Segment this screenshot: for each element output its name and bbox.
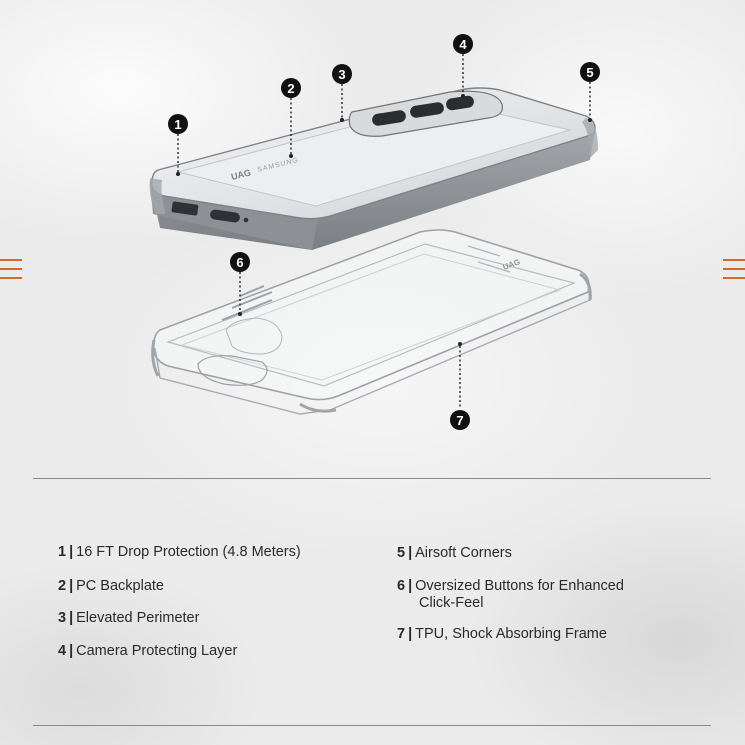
leader-dots: [176, 94, 592, 346]
right-accent-lines-icon: [723, 259, 745, 283]
svg-text:6: 6: [236, 255, 243, 270]
left-accent-lines-icon: [0, 259, 22, 283]
divider-bottom: [33, 725, 711, 726]
empty-clear-case: UAG: [151, 229, 592, 415]
legend-item-3: 3|Elevated Perimeter: [58, 610, 200, 626]
marker-1: 1: [168, 114, 188, 134]
svg-text:4: 4: [459, 37, 467, 52]
leader-lines: [177, 54, 591, 409]
svg-text:3: 3: [338, 67, 345, 82]
marker-7: 7: [450, 410, 470, 430]
legend-item-1: 1|16 FT Drop Protection (4.8 Meters): [58, 544, 301, 560]
legend-item-2: 2|PC Backplate: [58, 578, 164, 594]
phone-with-case: UAG SAMSUNG: [149, 87, 598, 250]
svg-text:7: 7: [456, 413, 463, 428]
marker-5: 5: [580, 62, 600, 82]
legend-item-5: 5|Airsoft Corners: [397, 545, 512, 561]
legend-item-4: 4|Camera Protecting Layer: [58, 643, 238, 659]
marker-3: 3: [332, 64, 352, 84]
marker-6: 6: [230, 252, 250, 272]
divider-top: [33, 478, 711, 479]
marker-2: 2: [281, 78, 301, 98]
marker-4: 4: [453, 34, 473, 54]
legend-item-6: 6|Oversized Buttons for Enhanced Click-F…: [397, 578, 624, 611]
legend-item-7: 7|TPU, Shock Absorbing Frame: [397, 626, 607, 642]
case-logo-top: UAG: [230, 167, 252, 182]
svg-text:1: 1: [174, 117, 181, 132]
svg-text:2: 2: [287, 81, 294, 96]
callout-markers: 1 2 3 4 5 6 7: [168, 34, 600, 430]
svg-text:5: 5: [586, 65, 593, 80]
